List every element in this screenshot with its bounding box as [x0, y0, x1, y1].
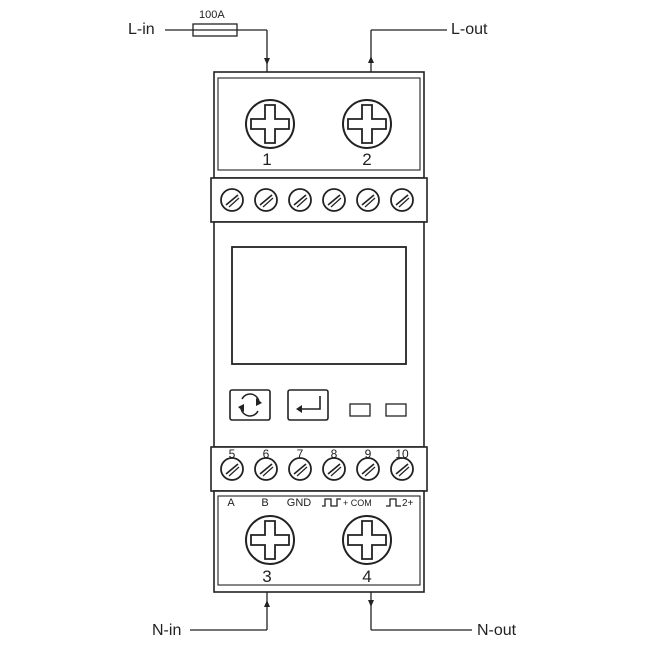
- terminal-screw-3: [245, 515, 295, 565]
- l-in-arrow: [264, 58, 270, 65]
- terminal-number: 7: [297, 447, 304, 461]
- small-terminal-screw: [390, 457, 414, 481]
- indicator-led-2: [385, 403, 407, 417]
- terminal-number: 5: [229, 447, 236, 461]
- terminal-number-4: 4: [362, 567, 371, 586]
- terminal-number: 6: [263, 447, 270, 461]
- cycle-button[interactable]: [229, 389, 271, 421]
- small-terminal-screw: [288, 188, 312, 212]
- small-terminal-screw: [356, 457, 380, 481]
- pulse-output-1-icon: [322, 498, 341, 507]
- small-terminal-screw: [322, 457, 346, 481]
- lcd-display: [231, 246, 407, 365]
- small-terminal-screw: [220, 457, 244, 481]
- label-a: A: [227, 497, 235, 509]
- terminal-number-3: 3: [262, 567, 271, 586]
- small-terminal-numbers: 5 6 7 8 9 10: [229, 447, 409, 461]
- small-terminal-screw: [322, 188, 346, 212]
- small-terminal-screw: [254, 188, 278, 212]
- label-b: B: [261, 497, 268, 509]
- indicator-led-1: [349, 403, 371, 417]
- enter-icon: [296, 396, 321, 413]
- terminal-number: 10: [395, 447, 409, 461]
- n-out-arrow: [368, 600, 374, 607]
- terminal-number-2: 2: [362, 150, 371, 169]
- label-pulse-2: 2+: [402, 498, 414, 509]
- small-terminal-screw: [288, 457, 312, 481]
- l-in-label: L-in: [128, 21, 155, 38]
- terminal-screw-1: [245, 99, 295, 149]
- pulse-output-2-icon: [386, 498, 401, 507]
- terminal-screw-4: [342, 515, 392, 565]
- small-terminal-screw: [356, 188, 380, 212]
- label-pulse-com: + COM: [343, 498, 372, 508]
- n-out-label: N-out: [477, 622, 517, 639]
- l-out-arrow: [368, 56, 374, 63]
- label-gnd: GND: [287, 497, 312, 509]
- fuse-rating-label: 100A: [199, 9, 225, 21]
- n-in-label: N-in: [152, 622, 181, 639]
- l-out-label: L-out: [451, 21, 488, 38]
- n-in-arrow: [264, 600, 270, 607]
- terminal-number: 8: [331, 447, 338, 461]
- terminal-number-1: 1: [262, 150, 271, 169]
- small-terminal-screw: [254, 457, 278, 481]
- enter-button[interactable]: [287, 389, 329, 421]
- small-terminal-screw: [220, 188, 244, 212]
- refresh-icon: [238, 393, 262, 417]
- terminal-number: 9: [365, 447, 372, 461]
- terminal-screw-2: [342, 99, 392, 149]
- small-terminal-screw: [390, 188, 414, 212]
